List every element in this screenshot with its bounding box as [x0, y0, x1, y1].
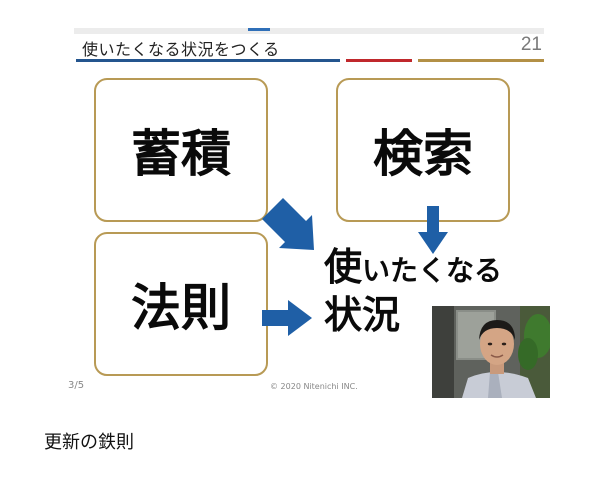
copyright-text: © 2020 Nitenichi INC. — [270, 382, 358, 391]
box-hosoku-label: 法則 — [131, 279, 231, 337]
slide-top-strip — [74, 28, 544, 34]
box-kensaku: 検索 — [336, 78, 510, 222]
slide-number: 21 — [520, 34, 542, 55]
arrow-right — [262, 300, 312, 336]
caption-text: 更新の鉄則 — [44, 432, 134, 453]
presenter-image — [432, 306, 550, 398]
title-rule-blue — [76, 59, 340, 62]
presenter-video[interactable] — [432, 306, 550, 398]
slide-title: 使いたくなる状況をつくる — [82, 40, 280, 59]
flow-arrows — [262, 198, 448, 336]
result-rest-text: いたくなる — [362, 254, 503, 287]
title-rule-red — [346, 59, 412, 62]
result-lead-char: 使 — [324, 245, 363, 289]
arrow-down — [418, 206, 448, 254]
box-kensaku-label: 検索 — [373, 125, 473, 183]
box-chikuseki-label: 蓄積 — [131, 125, 231, 183]
title-rule-gold — [418, 59, 544, 62]
box-chikuseki: 蓄積 — [94, 78, 268, 222]
arrow-diagonal — [262, 198, 314, 250]
slide: 使いたくなる状況をつくる 21 蓄積 検索 法則 使いたくなる 状況 3/5 ©… — [50, 28, 554, 400]
result-text: 使いたくなる 状況 — [324, 248, 502, 334]
box-hosoku: 法則 — [94, 232, 268, 376]
result-line-1: 使いたくなる — [324, 248, 502, 286]
result-line-2: 状況 — [324, 293, 401, 337]
slide-top-mark — [248, 28, 270, 31]
page-indicator: 3/5 — [68, 380, 85, 391]
